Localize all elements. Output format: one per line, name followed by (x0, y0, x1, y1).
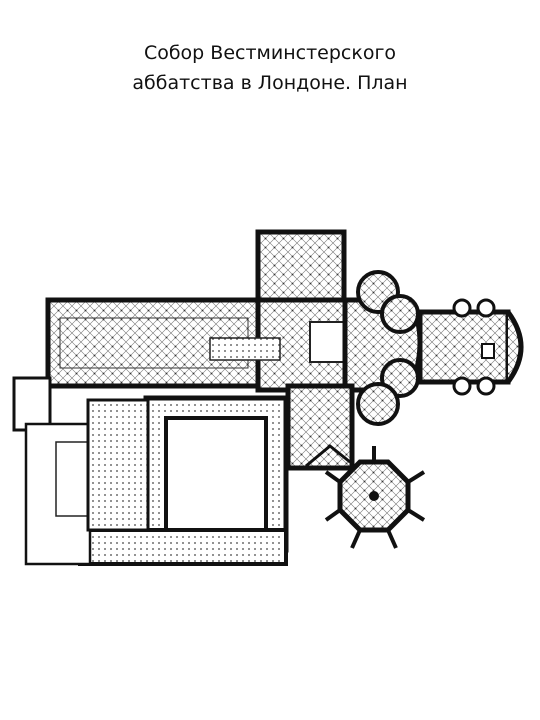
presbytery (342, 270, 423, 426)
lady-chapel (417, 298, 524, 396)
cloister (78, 395, 289, 566)
chapter-house (305, 444, 426, 549)
title-line-2: аббатства в Лондоне. План (132, 72, 408, 94)
west-buildings (12, 376, 150, 566)
title-line-1: Собор Вестминстерского (143, 42, 397, 64)
slide-title: Собор Вестминстерского аббатства в Лондо… (60, 38, 480, 98)
